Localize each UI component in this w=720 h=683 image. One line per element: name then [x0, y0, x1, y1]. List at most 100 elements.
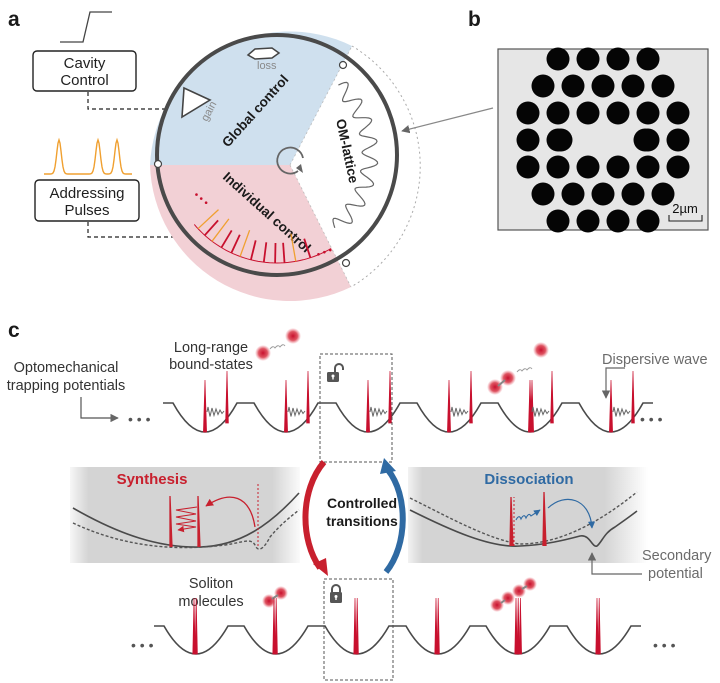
crystal-hole	[546, 155, 570, 179]
crystal-hole	[561, 182, 585, 206]
ring-node	[341, 258, 351, 268]
crystal-hole	[636, 155, 660, 179]
scale-bar	[668, 215, 703, 222]
addressing-pulses-icon	[44, 137, 132, 175]
soliton-spike	[194, 597, 198, 655]
soliton-ball	[285, 328, 301, 344]
crystal-hole	[546, 209, 570, 233]
soliton-spike	[284, 379, 288, 433]
soliton-spike	[225, 370, 229, 424]
soliton-ball	[255, 345, 271, 361]
long-range-label-line2: bound-states	[169, 357, 253, 373]
soliton-spike	[353, 597, 357, 655]
soliton-spike	[447, 379, 451, 433]
synthesis-potential-dashed	[72, 509, 300, 550]
panel-a: a Cavity Control Addressing Pulses	[8, 8, 494, 302]
soliton-ball	[512, 584, 526, 598]
crystal-hole	[516, 101, 540, 125]
optomech-arrow	[80, 397, 119, 423]
crystal-hole	[651, 74, 675, 98]
addressing-pulses-box: Addressing Pulses	[34, 179, 140, 222]
trapping-potential	[163, 402, 653, 433]
dissociation-wiggle-arrow	[515, 509, 541, 521]
soliton-spike	[597, 597, 601, 655]
top-ellipsis-left: • • •	[128, 411, 151, 427]
cavity-control-box: Cavity Control	[32, 50, 137, 92]
crystal-hole	[666, 101, 690, 125]
synthesis-transition-arrowhead	[313, 558, 328, 576]
ring-node	[338, 60, 348, 70]
crystal-hole	[576, 47, 600, 71]
crystal-hole	[576, 101, 600, 125]
addressing-pulse	[239, 229, 251, 257]
loss-element-icon	[246, 47, 281, 60]
soliton-ball	[533, 342, 549, 358]
soliton-spike	[355, 597, 359, 655]
crystal-hole	[591, 182, 615, 206]
rotation-arrowhead	[296, 164, 303, 173]
controlled-transitions-line1: Controlled	[327, 495, 397, 511]
dissociation-potential-dashed	[409, 491, 638, 545]
scale-bar-label: 2µm	[672, 201, 698, 216]
dispersive-wave	[450, 406, 469, 418]
crystal-hole	[531, 182, 555, 206]
soliton-spike	[516, 597, 520, 655]
dissociation-transition-arrow	[383, 468, 406, 574]
bottom-ellipsis-left: • • •	[131, 637, 154, 653]
soliton-spike	[631, 370, 635, 424]
top-selection-box	[319, 353, 393, 463]
crystal-hole	[636, 101, 660, 125]
long-range-label-line1: Long-range	[174, 340, 248, 356]
crystal-hole	[546, 101, 570, 125]
synthesis-spike	[197, 495, 201, 548]
soliton-spike	[530, 379, 534, 433]
crystal-hole	[666, 155, 690, 179]
soliton-spike	[192, 597, 196, 655]
bond-tight	[500, 599, 506, 604]
bond-tight	[497, 379, 506, 387]
addressing-pulse	[197, 209, 219, 230]
step-signal-icon	[60, 11, 112, 43]
crystal-hole	[576, 209, 600, 233]
soliton-spike	[609, 379, 613, 433]
synthesis-transition-arrow	[302, 460, 327, 570]
dispersive-wave	[206, 406, 225, 418]
dissociation-potential-solid	[409, 509, 638, 547]
bond-tight	[271, 594, 279, 600]
secondary-potential-line2: potential	[648, 566, 703, 582]
soliton-spike	[595, 597, 599, 655]
dissociation-spike	[542, 491, 547, 547]
soliton-spike	[514, 597, 518, 655]
soliton-pulse	[262, 242, 268, 263]
soliton-ball	[523, 577, 537, 591]
soliton-ball	[490, 598, 504, 612]
soliton-pulse	[282, 242, 286, 263]
top-ellipsis-right: • • •	[640, 411, 663, 427]
crystal-hole	[561, 74, 585, 98]
om-lattice-outer-arc	[350, 45, 421, 288]
soliton-pulse	[220, 229, 233, 249]
soliton-spike	[388, 370, 392, 424]
panel-c: c Optomechanical trapping potentials Lon…	[7, 319, 712, 681]
optomech-label-line1: Optomechanical	[14, 360, 119, 376]
soliton-spike	[434, 597, 438, 655]
secondary-potential-arrow	[587, 552, 642, 575]
addressing-pulses-line2: Pulses	[64, 202, 109, 219]
crystal-hole	[636, 47, 660, 71]
soliton-spike	[274, 597, 278, 655]
bond-tight	[521, 585, 528, 590]
synthesis-zigzag	[175, 506, 198, 533]
crystal-hole	[549, 128, 573, 152]
optomech-label-line2: trapping potentials	[7, 378, 126, 394]
soliton-pulse	[250, 240, 257, 261]
dispersive-wave-label: Dispersive wave	[602, 352, 708, 368]
dispersive-wave	[531, 406, 550, 418]
soliton-spike	[469, 370, 473, 424]
crystal-hole	[606, 155, 630, 179]
soliton-spike	[518, 597, 522, 655]
crystal-hole	[576, 155, 600, 179]
bond-wave	[269, 344, 286, 350]
soliton-pulse	[230, 234, 241, 254]
soliton-spike	[203, 379, 207, 433]
crystal-hole	[546, 47, 570, 71]
